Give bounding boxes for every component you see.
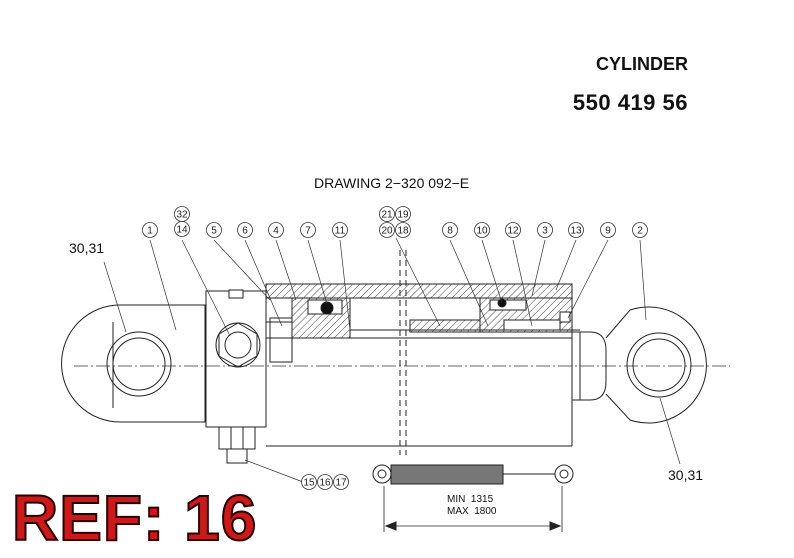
rod-gland [479, 297, 573, 333]
callout-bubble-3: 3 [537, 222, 553, 238]
callout-bubble-1: 1 [142, 222, 158, 238]
bubble-circle [537, 222, 553, 238]
leader-lines [103, 237, 681, 483]
bubble-circle [395, 206, 411, 222]
callout-bubble-13: 13 [568, 222, 584, 238]
stroke-max-label: MAX [447, 506, 469, 517]
bubble-circle [301, 474, 317, 490]
bubble-circle [505, 222, 521, 238]
callout-bubble-11: 11 [332, 222, 348, 238]
bubble-label: 5 [211, 226, 217, 237]
callout-bubble-6: 6 [237, 222, 253, 238]
callout-right-eye: 30,31 [668, 467, 704, 483]
bubble-label: 14 [176, 225, 188, 236]
bubble-circle [206, 222, 222, 238]
left-clevis [61, 304, 206, 423]
piston-head [265, 297, 351, 363]
callout-bubble-15: 15 [301, 474, 317, 490]
bubble-label: 19 [397, 210, 409, 221]
component-title: CYLINDER [595, 54, 688, 74]
bubble-circle [317, 474, 333, 490]
callout-bubble-12: 12 [505, 222, 521, 238]
bubble-label: 7 [305, 226, 311, 237]
stroke-min-label: MIN [447, 494, 466, 505]
stroke-diagram [372, 464, 574, 532]
bubble-circle [333, 474, 349, 490]
bubble-circle [568, 222, 584, 238]
bubble-label: 16 [319, 478, 331, 489]
part-number: 550 419 56 [572, 90, 688, 115]
callout-bubble-21: 21 [379, 206, 395, 222]
bubble-label: 11 [335, 226, 346, 237]
bubble-label: 2 [637, 226, 643, 237]
bubble-label: 21 [381, 210, 393, 221]
bubble-circle [632, 222, 648, 238]
bubble-label: 10 [476, 226, 488, 237]
callout-left-eye: 30,31 [69, 240, 105, 256]
bubble-label: 20 [381, 226, 393, 237]
bleed-fitting [218, 426, 256, 464]
callout-bubble-32: 32 [174, 206, 190, 222]
bubble-label: 6 [242, 226, 248, 237]
bubble-circle [395, 222, 411, 238]
ref-badge: REF: 16 [11, 482, 258, 554]
stroke-max: MAX 1800 [447, 506, 496, 517]
callout-bubble-7: 7 [300, 222, 316, 238]
callout-bubble-20: 20 [379, 222, 395, 238]
bubble-label: 4 [273, 226, 279, 237]
stroke-max-value: 1800 [474, 506, 497, 517]
callout-bubbles: 1 14 32 5 6 4 7 11 20 21 18 19 8 10 12 3 13 9 2 15 16 17 [142, 206, 648, 490]
bubble-circle [174, 206, 190, 222]
right-rod-eye [605, 306, 707, 424]
stroke-min-value: 1315 [470, 494, 494, 505]
bubble-circle [237, 222, 253, 238]
bubble-label: 12 [507, 226, 519, 237]
callout-bubble-17: 17 [333, 474, 349, 490]
bubble-circle [600, 222, 616, 238]
bubble-label: 9 [605, 226, 611, 237]
bubble-circle [268, 222, 284, 238]
callout-bubble-5: 5 [206, 222, 222, 238]
callout-bubble-18: 18 [395, 222, 411, 238]
callout-bubble-9: 9 [600, 222, 616, 238]
callout-bubble-2: 2 [632, 222, 648, 238]
callout-bubble-19: 19 [395, 206, 411, 222]
callout-bubble-16: 16 [317, 474, 333, 490]
bubble-circle [300, 222, 316, 238]
bubble-label: 18 [397, 226, 409, 237]
bubble-circle [142, 222, 158, 238]
bubble-circle [379, 206, 395, 222]
callout-bubble-8: 8 [442, 222, 458, 238]
stroke-min: MIN 1315 [447, 494, 493, 505]
break-line [399, 250, 407, 455]
cylinder-tube [265, 283, 573, 447]
callout-bubble-14: 14 [174, 221, 190, 237]
bubble-circle [379, 222, 395, 238]
bubble-label: 1 [147, 226, 153, 237]
callout-bubble-10: 10 [474, 222, 490, 238]
bubble-label: 15 [303, 478, 315, 489]
bubble-label: 3 [542, 226, 548, 237]
bubble-circle [474, 222, 490, 238]
bubble-circle [332, 222, 348, 238]
callout-bubble-4: 4 [268, 222, 284, 238]
bubble-label: 13 [570, 226, 582, 237]
drawing-number: DRAWING 2−320 092−E [314, 175, 470, 191]
bubble-circle [442, 222, 458, 238]
bubble-label: 32 [176, 210, 188, 221]
bubble-label: 8 [447, 226, 453, 237]
end-cap [205, 289, 267, 428]
bubble-label: 17 [335, 478, 347, 489]
rod-collar [572, 331, 607, 401]
